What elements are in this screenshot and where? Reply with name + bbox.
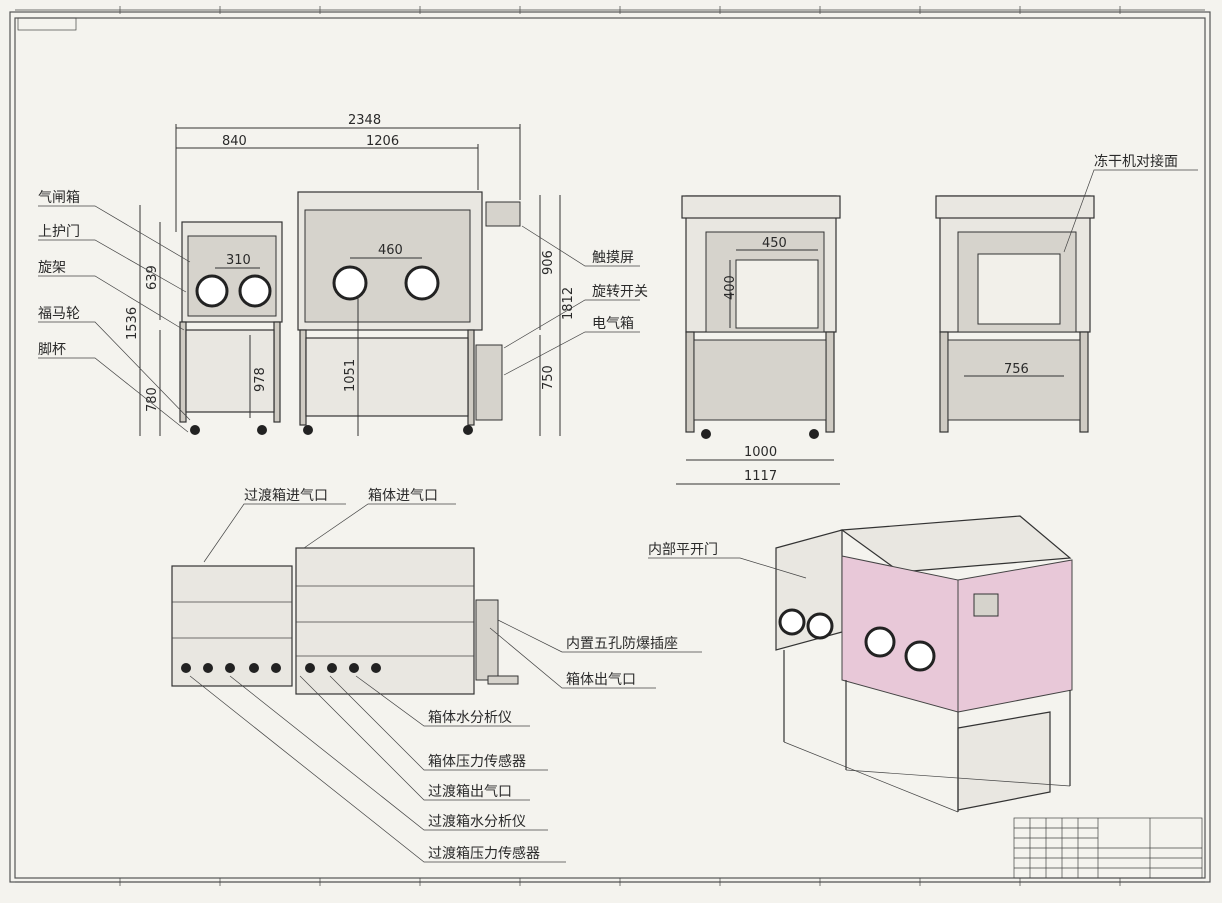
label-chamber-outlet: 箱体出气口 [566, 672, 636, 688]
iso-antechamber-glove-left [778, 608, 806, 636]
sheet-border [14, 17, 1206, 879]
dim-height-glove-center: 1051 [343, 359, 358, 392]
antechamber-caster-right [257, 425, 267, 435]
bottom-ruler [15, 878, 1205, 886]
antechamber-glove-port-right [238, 274, 272, 308]
label-chamber-pressure-sensor: 箱体压力传感器 [428, 753, 526, 770]
label-antechamber-pressure-sensor: 过渡箱压力传感器 [428, 845, 540, 862]
label-antechamber-outlet: 过渡箱出气口 [428, 784, 512, 800]
top-view: 过渡箱进气口 箱体进气口 内置五孔防爆插座 箱体出气口 箱体水分析仪 箱体压力传… [171, 488, 702, 863]
dim-side-outer-width: 1117 [744, 469, 777, 484]
dim-height-frame-left: 1536 [125, 307, 140, 340]
dim-main-width: 1206 [366, 134, 399, 149]
side-caster-right [809, 429, 819, 439]
iso-touch-screen [973, 593, 999, 617]
top-main-chamber [295, 547, 475, 695]
label-antechamber-inlet: 过渡箱进气口 [244, 488, 328, 504]
dim-side-window-height: 400 [723, 275, 738, 300]
side-caster-left [701, 429, 711, 439]
dim-side-window-width: 450 [762, 236, 787, 251]
dim-height-leg: 780 [145, 387, 160, 412]
dim-height-cabinet: 978 [253, 367, 268, 392]
dim-side-inner-width: 1000 [744, 445, 777, 460]
label-internal-swing-door: 内部平开门 [648, 542, 718, 558]
label-foot-cup: 脚杯 [38, 342, 66, 358]
main-leg-right [467, 329, 475, 426]
iso-glove-port-right [904, 640, 936, 672]
iso-glove-port-left [864, 626, 896, 658]
rear-cabinet [947, 339, 1081, 421]
label-electrical-box: 电气箱 [592, 316, 634, 332]
iso-electrical-box [957, 711, 1051, 811]
side-cabinet [693, 339, 827, 421]
side-inner-window [735, 259, 819, 329]
iso-view: 内部平开门 [648, 515, 1073, 813]
title-block [1013, 817, 1203, 879]
label-explosion-proof-socket: 内置五孔防爆插座 [566, 636, 678, 652]
label-upper-door: 上护门 [38, 224, 80, 240]
side-top-cap [681, 195, 841, 219]
touch-screen-icon [485, 201, 521, 227]
main-glove-port-left [332, 265, 368, 301]
electrical-box [475, 344, 503, 421]
label-rack: 旋架 [38, 260, 66, 276]
dim-overall-width: 2348 [348, 113, 381, 128]
dim-height-lower-main: 750 [541, 365, 556, 390]
antechamber-leg-left [179, 321, 187, 423]
label-chamber-moisture-analyzer: 箱体水分析仪 [428, 710, 512, 726]
dim-height-upper-left: 639 [145, 265, 160, 290]
label-chamber-inlet: 箱体进气口 [368, 488, 438, 504]
side-leg-left [685, 331, 695, 433]
iso-antechamber-glove-right [806, 612, 834, 640]
label-airlock: 气闸箱 [38, 190, 80, 206]
iso-chamber-front-window [841, 555, 959, 713]
label-caster: 福马轮 [38, 306, 80, 322]
top-side-box [475, 599, 499, 681]
dim-height-upper-main: 906 [541, 250, 556, 275]
rear-leg-left [939, 331, 949, 433]
main-glove-port-right [404, 265, 440, 301]
antechamber-cabinet [185, 329, 275, 413]
main-caster-right [463, 425, 473, 435]
sheet-tag-box [17, 17, 77, 31]
dim-antechamber-width: 840 [222, 134, 247, 149]
main-leg-left [299, 329, 307, 426]
front-view: 2348 840 1206 310 460 1812 906 750 1536 … [38, 113, 648, 436]
dim-height-total: 1812 [561, 287, 576, 320]
rear-leg-right [1079, 331, 1089, 433]
rear-view: 756 冻干机对接面 [935, 153, 1198, 433]
label-freeze-dryer-interface: 冻干机对接面 [1094, 153, 1178, 170]
iso-chamber-side [957, 559, 1073, 713]
side-leg-right [825, 331, 835, 433]
dim-glove-spacing-small: 310 [226, 253, 251, 268]
label-antechamber-moisture-analyzer: 过渡箱水分析仪 [428, 814, 526, 830]
side-view: 450 400 1000 1117 [676, 195, 841, 485]
rear-docking-window [977, 253, 1061, 325]
antechamber-glove-port-left [195, 274, 229, 308]
antechamber-leg-right [273, 321, 281, 423]
main-chamber-window [304, 209, 471, 323]
main-caster-left [303, 425, 313, 435]
label-rotary-switch: 旋转开关 [592, 284, 648, 300]
dim-rear-width: 756 [1004, 362, 1029, 377]
dim-glove-spacing-large: 460 [378, 243, 403, 258]
main-cabinet [305, 337, 469, 417]
antechamber-caster-left [190, 425, 200, 435]
rear-top-cap [935, 195, 1095, 219]
top-ruler [15, 6, 1205, 14]
iso-chamber-top [840, 515, 1072, 573]
top-outlet-pipe [487, 675, 519, 685]
label-touch-screen: 触摸屏 [592, 250, 634, 266]
